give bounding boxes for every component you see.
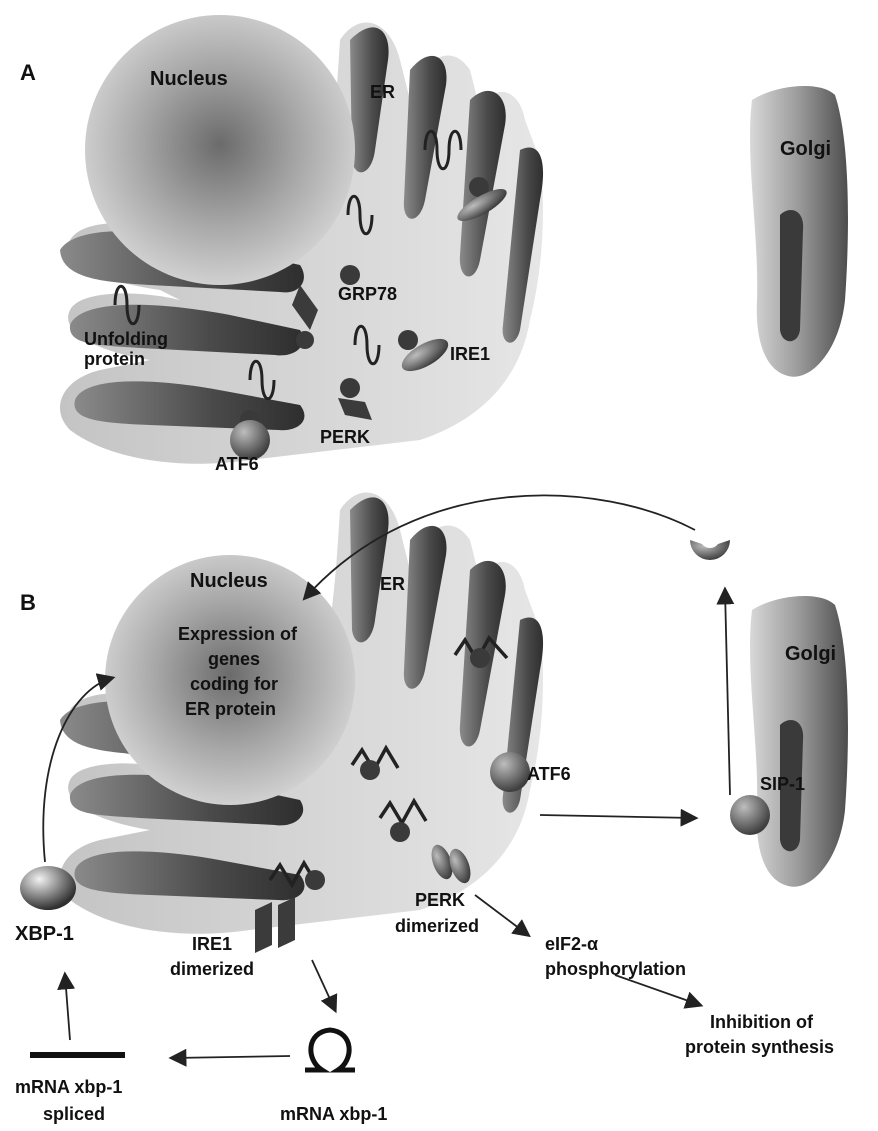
eif2-label-line1: eIF2-α	[545, 934, 598, 954]
nucleus-a	[85, 15, 355, 285]
grp78-bound-ire1-a	[398, 330, 418, 350]
arrow-eif2-to-inhibition	[615, 975, 700, 1005]
grp78-dot-b4	[305, 870, 325, 890]
arrow-atf6-to-golgi	[540, 815, 695, 818]
expression-line3: coding for	[190, 674, 278, 694]
inhibition-label-line1: Inhibition of	[710, 1012, 814, 1032]
panel-b-letter: B	[20, 590, 36, 615]
arrow-ire1-to-mrna	[312, 960, 335, 1010]
grp78-bound-upper-a	[296, 331, 314, 349]
golgi-organelle-b	[750, 596, 848, 887]
perk-dimerized-line2: dimerized	[395, 916, 479, 936]
atf6-sensor-b	[490, 752, 530, 792]
ire1-dimer-right	[278, 897, 295, 948]
panel-a-letter: A	[20, 60, 36, 85]
expression-line2: genes	[208, 649, 260, 669]
arrow-spliced-to-xbp1	[65, 975, 70, 1040]
grp78-dot-a	[340, 265, 360, 285]
xbp1-label: XBP-1	[15, 923, 74, 945]
ire1-dimerized-line1: IRE1	[192, 934, 232, 954]
panel-a: A Nucleus ER Golgi GRP78 Unfolding prote…	[20, 15, 848, 474]
sip1-label: SIP-1	[760, 774, 805, 794]
ire1-label-a: IRE1	[450, 344, 490, 364]
inhibition-label-line2: protein synthesis	[685, 1037, 834, 1057]
eif2-label-line2: phosphorylation	[545, 959, 686, 979]
expression-line4: ER protein	[185, 699, 276, 719]
unfolding-label-line1-a: Unfolding	[84, 329, 168, 349]
golgi-label-a: Golgi	[780, 138, 831, 160]
golgi-label-b: Golgi	[785, 643, 836, 665]
sip1-protease	[730, 795, 770, 835]
er-label-a: ER	[370, 82, 395, 102]
ire1-dimerized-line2: dimerized	[170, 959, 254, 979]
xbp1-protein	[20, 866, 76, 910]
grp78-dot-b1	[470, 648, 490, 668]
grp78-dot-b3	[390, 822, 410, 842]
arrow-mrna-to-spliced	[172, 1056, 290, 1058]
nucleus-label-a: Nucleus	[150, 68, 228, 90]
expression-line1: Expression of	[178, 624, 298, 644]
perk-dimerized-line1: PERK	[415, 890, 465, 910]
mrna-spliced-bar	[30, 1052, 125, 1058]
arrow-perk-to-eif2	[475, 895, 528, 935]
grp78-bound-perk-a	[340, 378, 360, 398]
ire1-dimer-left	[255, 902, 272, 953]
golgi-organelle-a	[750, 86, 848, 377]
er-label-b: ER	[380, 574, 405, 594]
cleaved-atf6-fragment	[690, 540, 730, 560]
grp78-dot-b2	[360, 760, 380, 780]
unfolding-label-line2-a: protein	[84, 349, 145, 369]
mrna-label: mRNA xbp-1	[280, 1104, 387, 1124]
atf6-label-a: ATF6	[215, 454, 259, 474]
perk-label-a: PERK	[320, 427, 370, 447]
nucleus-label-b: Nucleus	[190, 570, 268, 592]
arrow-golgi-to-fragment	[725, 590, 730, 795]
grp78-label-a: GRP78	[338, 284, 397, 304]
atf6-label-b: ATF6	[527, 764, 571, 784]
mrna-xbp1-omega	[305, 1030, 355, 1070]
mrna-spliced-line1: mRNA xbp-1	[15, 1077, 122, 1097]
mrna-spliced-line2: spliced	[43, 1104, 105, 1124]
panel-b: B	[15, 493, 848, 1124]
